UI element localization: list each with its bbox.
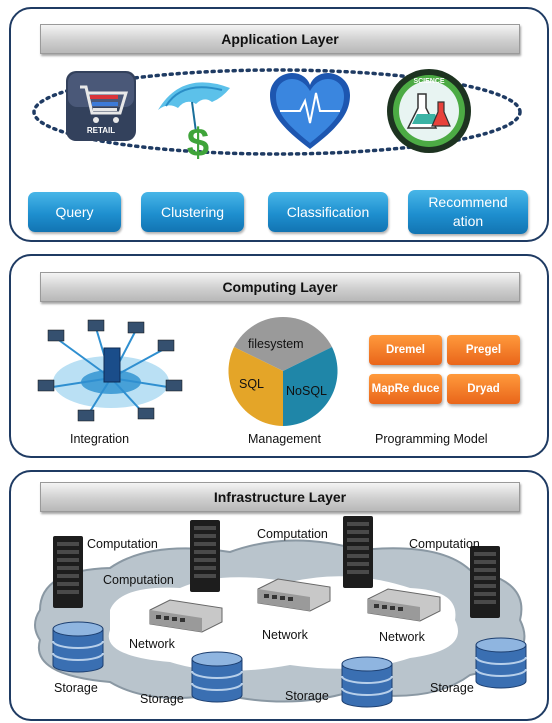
pie-label-sql: SQL — [239, 377, 265, 391]
network-label-3: Network — [379, 630, 425, 644]
server-rack-icon-1 — [53, 536, 83, 608]
storage-database-icon-3 — [341, 656, 393, 708]
computing-layer-title: Computing Layer — [40, 272, 520, 302]
umbrella-dollar-icon: $ — [158, 82, 230, 165]
network-switch-icon-1 — [149, 599, 223, 633]
computation-label-2: Computation — [103, 573, 174, 587]
heart-monitor-icon — [270, 73, 350, 149]
recommendation-button[interactable]: Recommend ation — [408, 190, 528, 234]
pie-slice-filesystem — [234, 316, 332, 371]
application-layer-title: Application Layer — [40, 24, 520, 54]
storage-label-3: Storage — [285, 689, 329, 703]
computation-label-1: Computation — [87, 537, 158, 551]
mapreduce-button[interactable]: MapRe duce — [369, 374, 442, 404]
retail-cart-icon: RETAIL — [66, 71, 136, 141]
network-label-2: Network — [262, 628, 308, 642]
integration-caption: Integration — [70, 432, 130, 446]
svg-text:$: $ — [187, 121, 209, 165]
classification-button[interactable]: Classification — [268, 192, 388, 232]
management-pie-chart — [228, 316, 338, 426]
pie-label-filesystem: filesystem — [248, 337, 304, 351]
network-label-1: Network — [129, 637, 175, 651]
query-button[interactable]: Query — [28, 192, 121, 232]
storage-label-1: Storage — [54, 681, 98, 695]
integration-network-icon — [37, 319, 183, 422]
computation-label-4: Computation — [409, 537, 480, 551]
science-flask-icon: SCIENCE — [387, 69, 471, 153]
svg-text:SCIENCE: SCIENCE — [413, 78, 444, 85]
server-rack-icon-4 — [470, 546, 500, 618]
storage-label-2: Storage — [140, 692, 184, 706]
storage-label-4: Storage — [430, 681, 474, 695]
infrastructure-layer-title: Infrastructure Layer — [40, 482, 520, 512]
svg-text:RETAIL: RETAIL — [87, 126, 115, 135]
pie-slice-sql — [228, 347, 283, 426]
network-switch-icon-2 — [257, 578, 331, 612]
programming-model-caption: Programming Model — [375, 432, 488, 446]
server-rack-icon-2 — [190, 520, 220, 592]
clustering-button[interactable]: Clustering — [141, 192, 244, 232]
management-caption: Management — [248, 432, 321, 446]
storage-database-icon-1 — [52, 621, 104, 673]
application-dotted-ellipse — [32, 68, 522, 156]
computation-label-3: Computation — [257, 527, 328, 541]
pregel-button[interactable]: Pregel — [447, 335, 520, 365]
dremel-button[interactable]: Dremel — [369, 335, 442, 365]
storage-database-icon-4 — [475, 637, 527, 689]
pie-slice-nosql — [283, 347, 338, 426]
network-switch-icon-3 — [367, 588, 441, 622]
dryad-button[interactable]: Dryad — [447, 374, 520, 404]
server-rack-icon-3 — [343, 516, 373, 588]
pie-label-nosql: NoSQL — [286, 384, 327, 398]
storage-database-icon-2 — [191, 651, 243, 703]
